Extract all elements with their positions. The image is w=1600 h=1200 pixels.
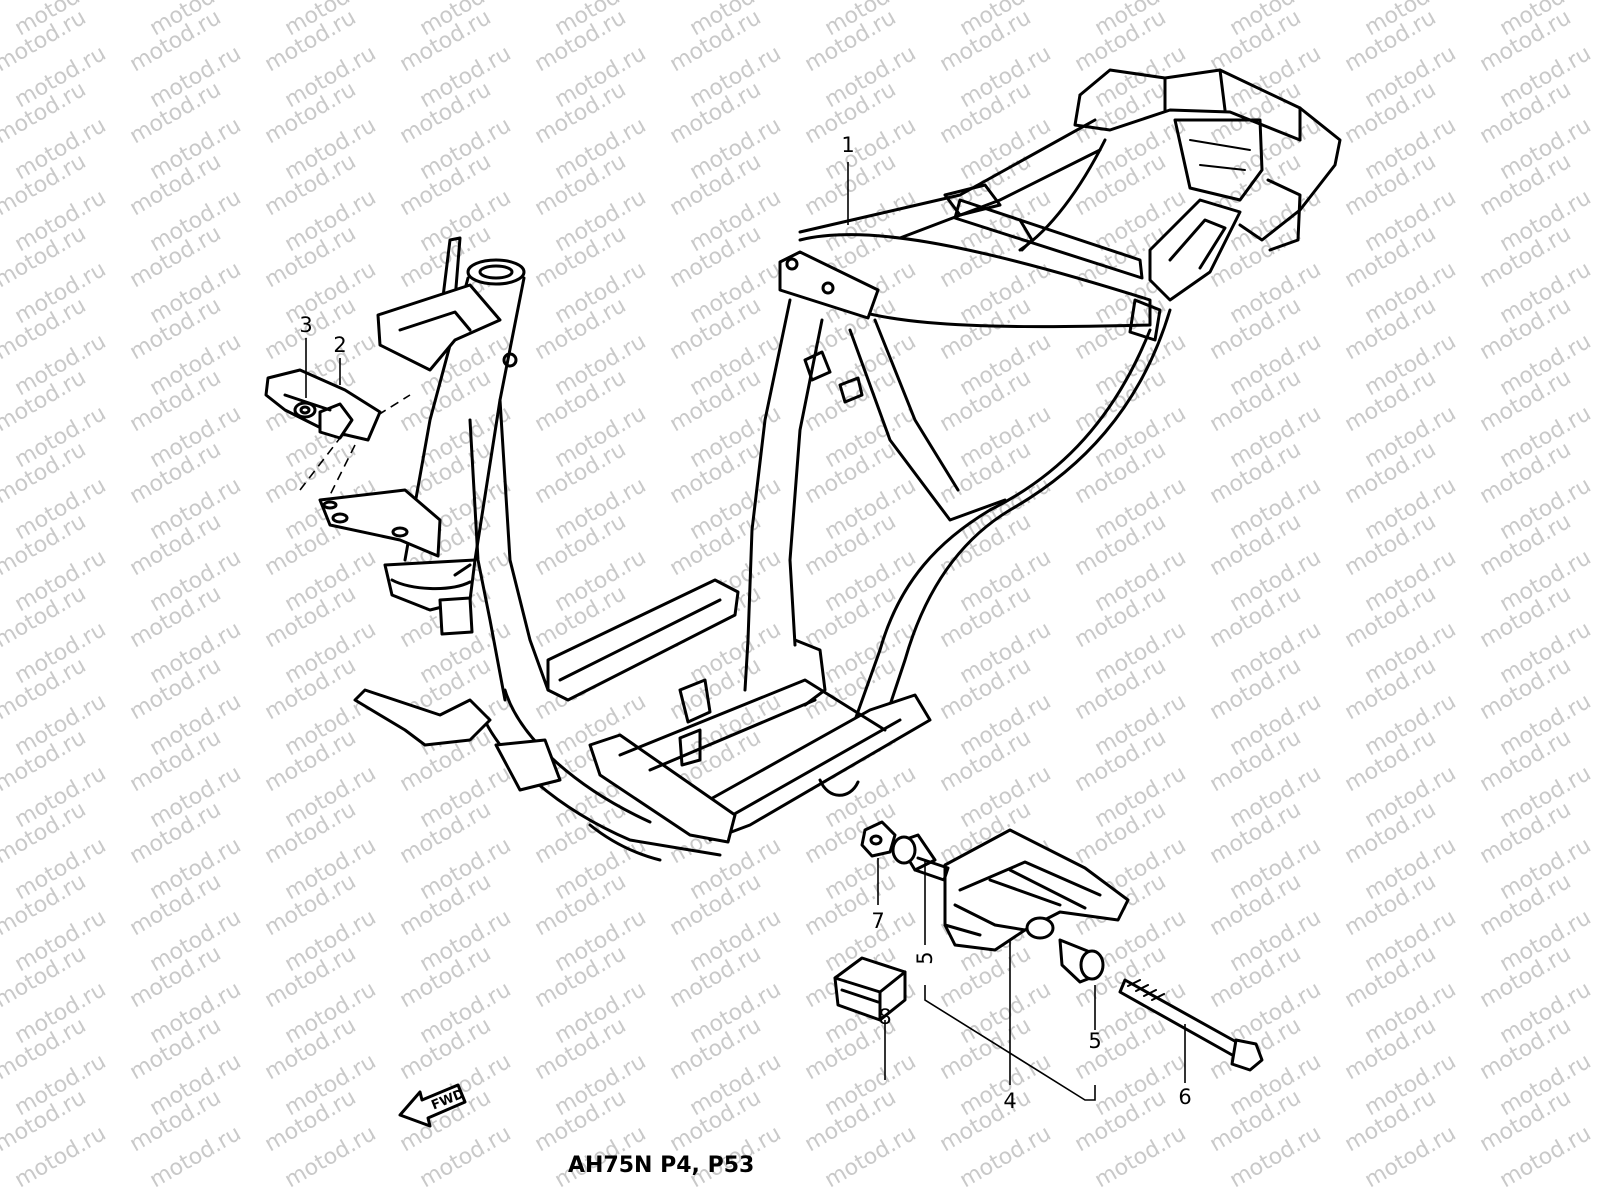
part-8-rubber-block <box>833 956 907 1022</box>
callout-7: 7 <box>871 909 884 933</box>
part-5-bushing-right <box>1058 938 1105 984</box>
part-5-bushing-left <box>891 833 950 882</box>
part-4-engine-hanger <box>943 828 1130 952</box>
callout-4: 4 <box>1003 1089 1016 1113</box>
callout-5-left: 5 <box>913 951 937 964</box>
part-7-nut <box>860 820 897 858</box>
callout-1: 1 <box>841 133 854 157</box>
callout-8: 8 <box>878 1005 891 1029</box>
head-pipe-assembly <box>318 236 550 702</box>
frame-body <box>743 68 1342 722</box>
callout-5-right: 5 <box>1088 1029 1101 1053</box>
part-6-bolt <box>1118 978 1264 1072</box>
install-lines-front <box>299 394 411 496</box>
part-2-bracket <box>264 368 382 442</box>
leader-lines <box>305 162 1186 1101</box>
floor-structure <box>353 578 932 862</box>
part-3-nut <box>293 401 317 419</box>
callouts: 1 2 3 4 5 5 6 7 8 <box>299 133 1191 1113</box>
callout-2: 2 <box>333 333 346 357</box>
callout-3: 3 <box>299 313 312 337</box>
model-label: AH75N P4, P53 <box>568 1153 754 1178</box>
callout-6: 6 <box>1178 1085 1191 1109</box>
fwd-arrow: FWD <box>398 1083 467 1128</box>
